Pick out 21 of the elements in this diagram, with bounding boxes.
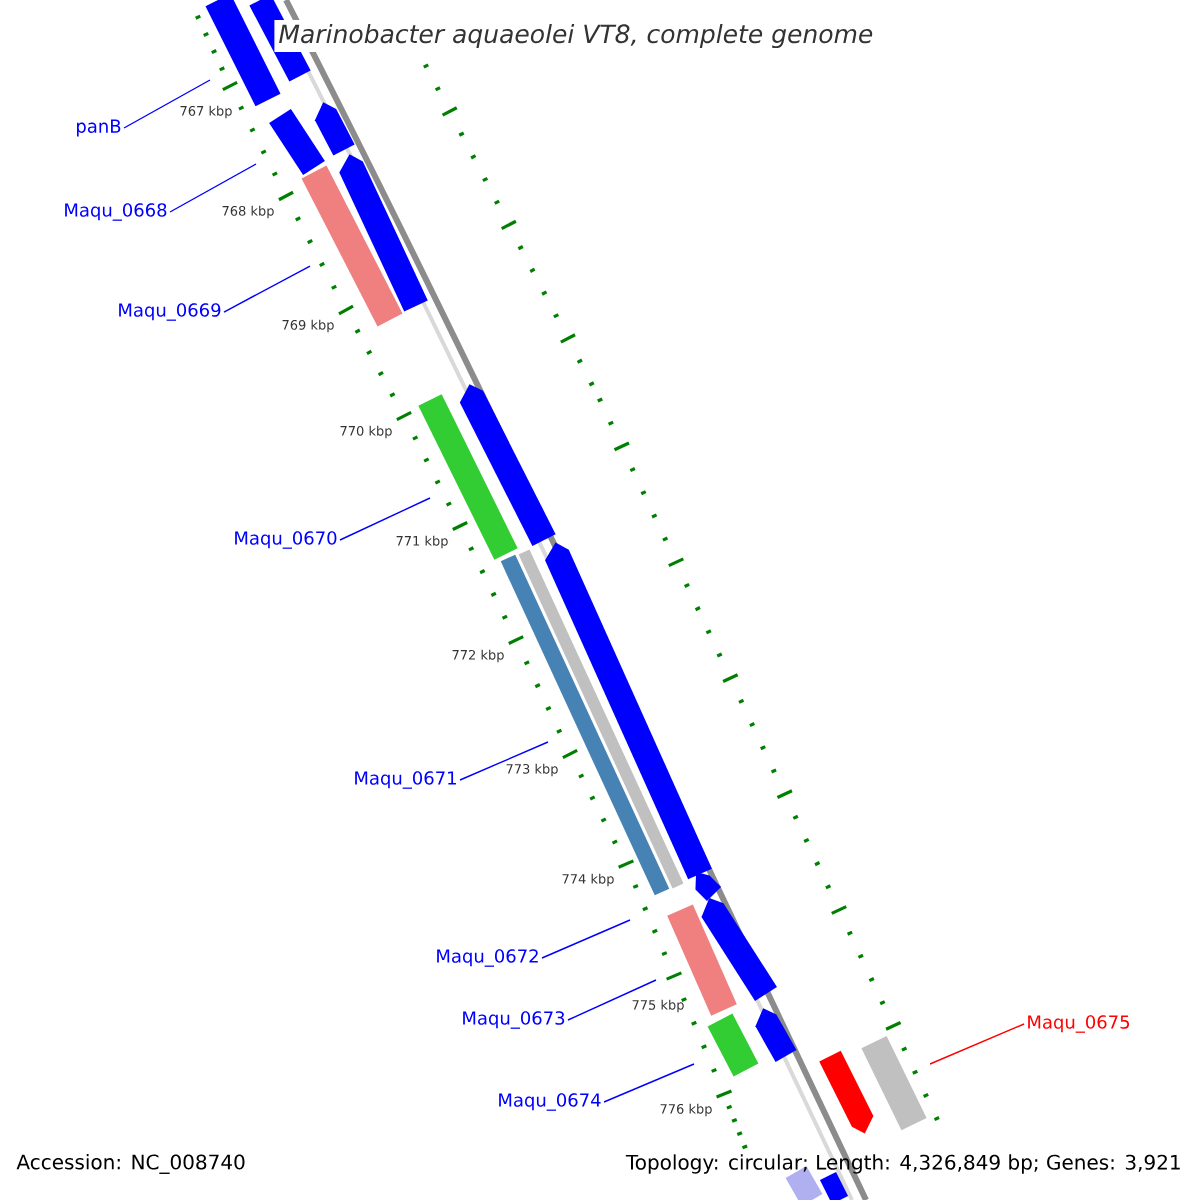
- gene-label: Maqu_0672: [437, 949, 538, 967]
- gene-label: Maqu_0673: [463, 1011, 565, 1029]
- leader-line: [123, 79, 211, 129]
- leader-line: [169, 163, 257, 213]
- title: Marinobacter aquaeolei VT8, complete genome: [274, 19, 878, 53]
- gene-label: Maqu_0668: [65, 203, 167, 221]
- leader-line: [541, 919, 631, 959]
- leader-line: [603, 1063, 695, 1103]
- leader-line: [567, 979, 657, 1021]
- gene-label: Maqu_0671: [355, 771, 456, 789]
- leader-line: [459, 741, 549, 781]
- gene-label: panB: [77, 119, 121, 137]
- gene-label: Maqu_0669: [119, 303, 221, 321]
- gene-label: Maqu_0675: [1028, 1015, 1130, 1033]
- leader-line: [929, 1023, 1025, 1065]
- leader-line: [339, 497, 431, 541]
- summary-text: Topology: circular; Length: 4,326,849 bp; Genes: 3,921: [625, 1154, 1180, 1174]
- leader-line: [223, 265, 311, 313]
- gene-label: Maqu_0670: [235, 531, 337, 549]
- accession-text: Accession: NC_008740: [16, 1154, 245, 1174]
- gene-label: Maqu_0674: [499, 1093, 601, 1111]
